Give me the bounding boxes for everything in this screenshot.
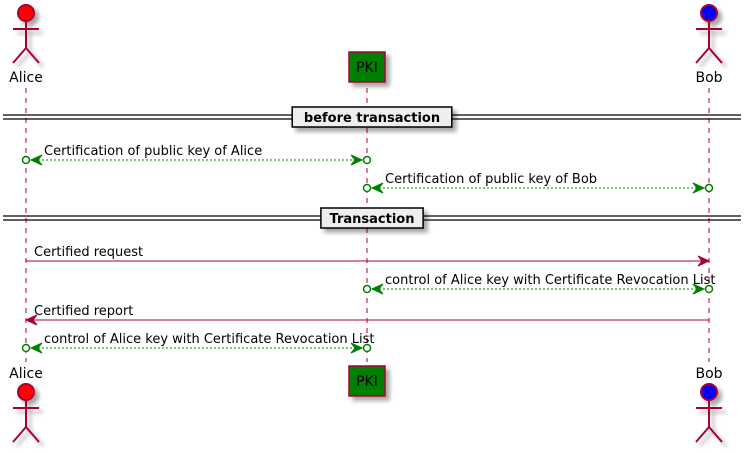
divider: Transaction (3, 207, 741, 229)
participant-name: Bob (695, 70, 722, 86)
arrowhead-icon (370, 283, 384, 295)
participant-box (348, 365, 386, 397)
arrowhead-icon (697, 255, 711, 267)
participant-name: Bob (695, 366, 722, 382)
participant-box (348, 51, 386, 83)
divider-label: before transaction (304, 111, 440, 126)
arrowhead-icon (29, 342, 43, 354)
actor-head-icon (17, 383, 35, 401)
circle-end-icon (362, 155, 372, 165)
message-label: Certification of public key of Bob (385, 172, 597, 187)
arrowhead-icon (692, 283, 706, 295)
arrowhead-icon (370, 182, 384, 194)
message: Certified report (24, 304, 709, 326)
participant-name: Alice (9, 70, 43, 86)
circle-end-icon (704, 284, 714, 294)
arrowhead-icon (29, 154, 43, 166)
message-label: control of Alice key with Certificate Re… (385, 273, 715, 288)
message-label: Certified report (34, 304, 133, 319)
arrowhead-icon (692, 182, 706, 194)
message: control of Alice key with Certificate Re… (362, 273, 715, 295)
divider-box (320, 207, 424, 229)
divider-label: Transaction (330, 212, 415, 227)
message: Certification of public key of Bob (362, 172, 714, 194)
circle-end-icon (362, 284, 372, 294)
participant-pki-top: PKI (348, 51, 386, 83)
participant-name: PKI (356, 60, 378, 76)
divider: before transaction (3, 106, 741, 128)
circle-end-icon (362, 343, 372, 353)
arrowhead-icon (350, 154, 364, 166)
message-label: Certification of public key of Alice (44, 144, 262, 159)
actor-bob-top: Bob (695, 4, 723, 86)
arrowhead-icon (350, 342, 364, 354)
actor-bob-bottom: Bob (695, 366, 723, 443)
message-label: Certified request (34, 245, 143, 260)
circle-end-icon (21, 155, 31, 165)
circle-end-icon (704, 183, 714, 193)
message: control of Alice key with Certificate Re… (21, 332, 374, 354)
arrowhead-icon (24, 314, 38, 326)
actor-head-icon (17, 4, 35, 22)
actor-head-icon (700, 383, 718, 401)
circle-end-icon (362, 183, 372, 193)
message: Certified request (26, 245, 711, 267)
message: Certification of public key of Alice (21, 144, 372, 166)
message-label: control of Alice key with Certificate Re… (44, 332, 374, 347)
participant-pki-bottom: PKI (348, 365, 386, 397)
actor-alice-top: Alice (9, 4, 43, 86)
actor-alice-bottom: Alice (9, 366, 43, 443)
divider-box (291, 106, 453, 128)
actor-head-icon (700, 4, 718, 22)
participant-name: Alice (9, 366, 43, 382)
circle-end-icon (21, 343, 31, 353)
participant-name: PKI (356, 374, 378, 390)
